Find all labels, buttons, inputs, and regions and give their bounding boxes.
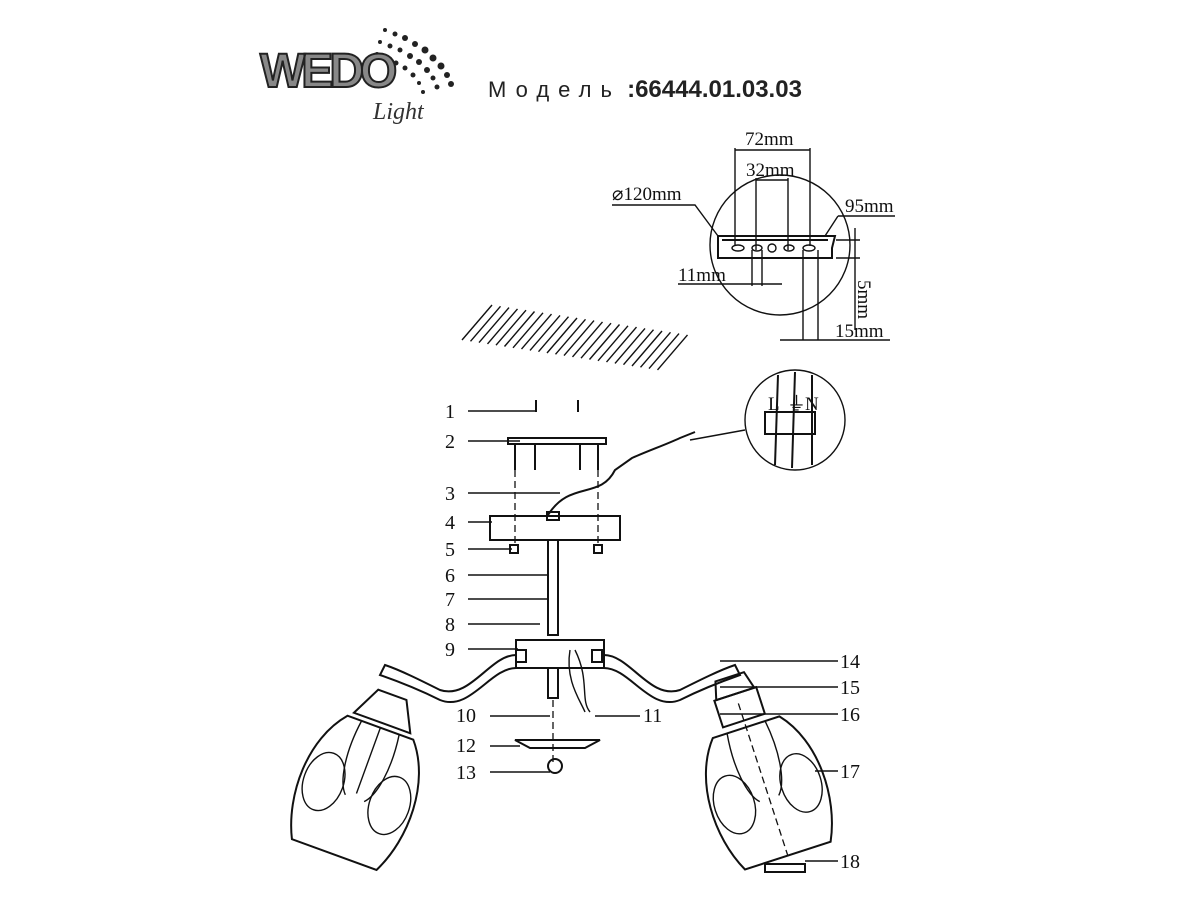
callout-17: 17 bbox=[840, 761, 860, 783]
screws-top bbox=[535, 400, 579, 412]
dim-72mm: 72mm bbox=[745, 129, 794, 150]
callout-5: 5 bbox=[445, 539, 455, 561]
callout-16: 16 bbox=[840, 704, 860, 726]
callout-4: 4 bbox=[445, 512, 455, 534]
model-label: Модель bbox=[488, 77, 621, 102]
wiring-detail: L ⏚ N bbox=[689, 369, 846, 471]
model-number: :66444.01.03.03 bbox=[627, 76, 802, 103]
callout-10: 10 bbox=[456, 705, 476, 727]
canopy-circle bbox=[709, 174, 851, 316]
right-arm bbox=[603, 654, 742, 703]
dim-15mm: 15mm bbox=[835, 321, 884, 342]
callout-2: 2 bbox=[445, 431, 455, 453]
fixture-assembly bbox=[290, 400, 833, 873]
threaded-rod bbox=[547, 539, 559, 636]
dim-32mm: 32mm bbox=[746, 160, 795, 181]
wire-label-ground: ⏚ bbox=[787, 394, 806, 415]
callout-18: 18 bbox=[840, 851, 860, 873]
header: WEDO Light Модель :66444.01.03.03 bbox=[255, 20, 895, 130]
callout-8: 8 bbox=[445, 614, 455, 636]
center-body bbox=[515, 639, 605, 669]
callout-12: 12 bbox=[456, 735, 476, 757]
model-title: Модель :66444.01.03.03 bbox=[488, 76, 802, 104]
left-arm bbox=[378, 654, 517, 703]
shade-ring bbox=[764, 863, 806, 873]
logo-subtext: Light bbox=[373, 99, 424, 125]
ceiling-hatch bbox=[461, 304, 689, 371]
dim-95mm: 95mm bbox=[845, 196, 894, 217]
right-shade bbox=[705, 670, 833, 871]
callout-14: 14 bbox=[840, 651, 860, 673]
logo-text: WEDO bbox=[259, 45, 398, 98]
dim-diameter-120mm: ⌀120mm bbox=[612, 184, 682, 205]
callout-9: 9 bbox=[445, 639, 455, 661]
callout-13: 13 bbox=[456, 762, 476, 784]
wire-label-l: L bbox=[768, 394, 780, 415]
finial bbox=[547, 758, 563, 774]
logo-dots-icon bbox=[375, 28, 454, 94]
dim-11mm: 11mm bbox=[678, 265, 726, 286]
mounting-bar bbox=[507, 437, 607, 445]
bracket-detail: 72mm 32mm ⌀120mm 95mm 11mm 5mm 15mm bbox=[612, 129, 895, 342]
callout-15: 15 bbox=[840, 677, 860, 699]
brand-logo: WEDO Light bbox=[255, 20, 465, 130]
left-shade bbox=[290, 688, 420, 872]
callout-3: 3 bbox=[445, 483, 455, 505]
callout-6: 6 bbox=[445, 565, 455, 587]
callout-11: 11 bbox=[643, 705, 662, 727]
callout-1: 1 bbox=[445, 401, 455, 423]
callout-7: 7 bbox=[445, 589, 455, 611]
dim-5mm: 5mm bbox=[853, 280, 874, 319]
power-cable bbox=[547, 431, 696, 516]
wire-label-n: N bbox=[805, 394, 819, 415]
bottom-cover bbox=[514, 739, 601, 749]
